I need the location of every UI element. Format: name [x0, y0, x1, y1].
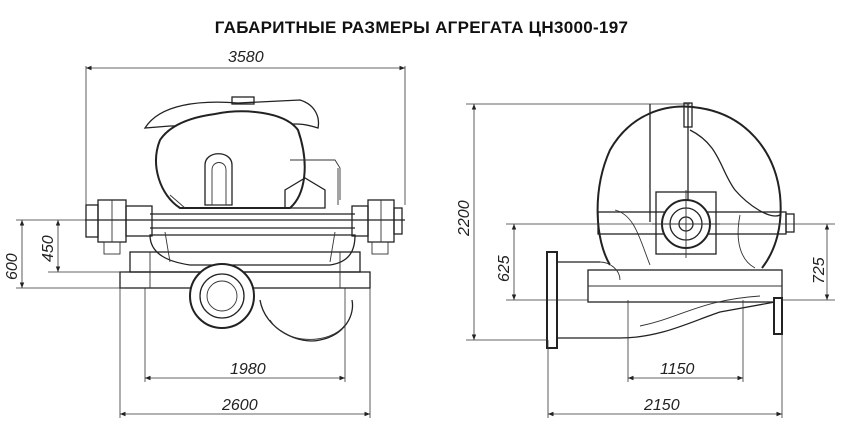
drawing-title: ГАБАРИТНЫЕ РАЗМЕРЫ АГРЕГАТА ЦН3000-197 [214, 18, 629, 37]
dim-450-label: 450 [40, 235, 57, 262]
dim-625-label: 625 [496, 255, 513, 282]
dim-600: 600 [4, 219, 125, 289]
dim-1150: 1150 [627, 300, 744, 382]
side-shaft-end [652, 190, 720, 258]
dim-1150-label: 1150 [660, 361, 695, 378]
dim-625: 625 [496, 223, 660, 301]
dim-725-label: 725 [811, 257, 828, 284]
dim-450: 450 [40, 220, 125, 273]
dim-725: 725 [720, 223, 835, 301]
dim-2150-label: 2150 [643, 397, 680, 414]
dim-2600-label: 2600 [221, 397, 258, 414]
dim-2200: 2200 [456, 103, 690, 341]
dim-2200-label: 2200 [456, 200, 473, 237]
dim-3580: 3580 [85, 49, 406, 205]
side-view: 2200 625 725 1150 2150 [456, 102, 835, 418]
front-motor-housing [143, 96, 341, 209]
front-base-frame [119, 251, 371, 289]
front-view: 3580 600 450 1980 2600 [4, 49, 406, 418]
dim-2150: 2150 [547, 334, 783, 418]
dim-600-label: 600 [4, 253, 21, 280]
dim-3580-label: 3580 [228, 49, 264, 66]
front-left-bearing [85, 199, 153, 255]
front-shaft [85, 213, 405, 229]
dim-1980-label: 1980 [230, 361, 266, 378]
front-pump-body [149, 231, 356, 342]
side-base-frame [587, 269, 783, 303]
side-pump-volute [596, 102, 795, 269]
dim-2600: 2600 [119, 288, 371, 418]
front-right-bearing [351, 199, 403, 255]
dim-1980: 1980 [144, 288, 346, 382]
